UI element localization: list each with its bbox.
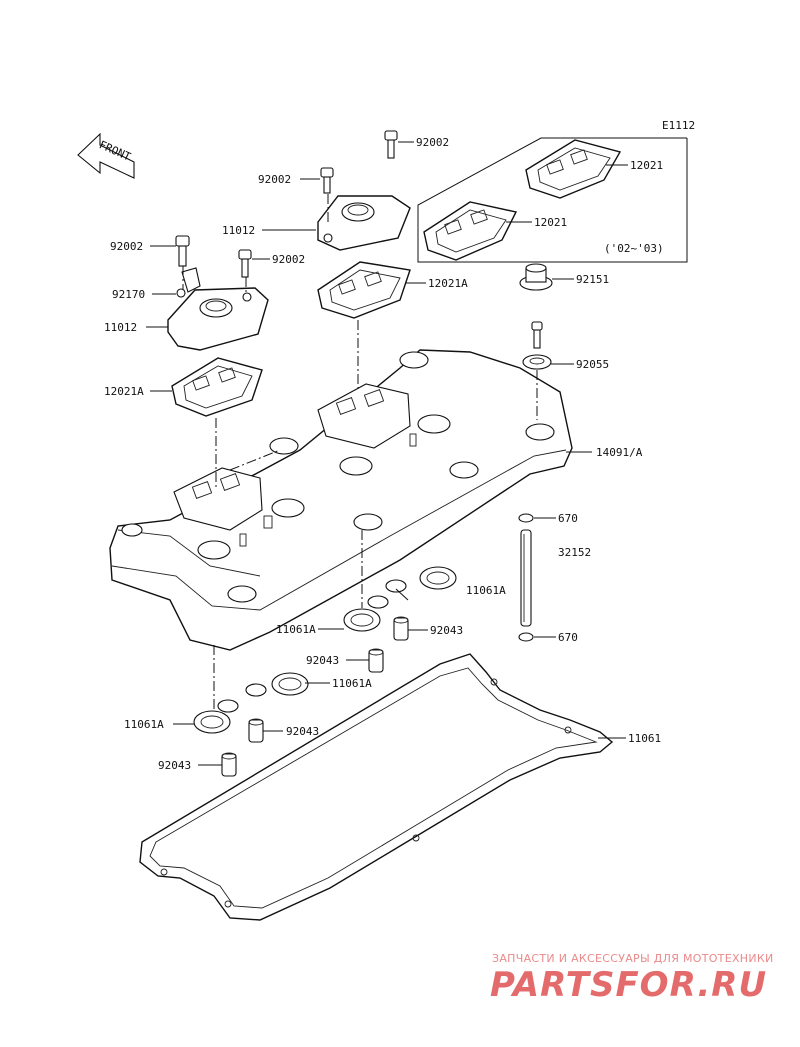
label-92043-c: 92043 (286, 725, 319, 738)
diagram-code: E1112 (662, 119, 695, 132)
oring-670-top (518, 513, 534, 523)
bolt-92002-top (384, 130, 398, 159)
label-92002-a: 92002 (416, 136, 449, 149)
leader-lines (146, 141, 628, 766)
label-92043-a: 92043 (430, 624, 463, 637)
label-14091A: 14091/A (596, 446, 643, 459)
front-arrow-icon: FRONT (77, 132, 135, 179)
kit-box (417, 137, 688, 263)
oring-670-bottom (518, 632, 534, 642)
label-11061: 11061 (628, 732, 661, 745)
label-11061A-b: 11061A (276, 623, 316, 636)
bolt-92002-left (175, 235, 190, 267)
gasket-12021-lower (423, 201, 518, 261)
cylinder-head-cover (109, 349, 573, 651)
watermark: ЗАПЧАСТИ И АКСЕССУАРЫ ДЛЯ МОТОТЕХНИКИ PA… (490, 952, 774, 1005)
gasket-12021-upper (525, 139, 622, 199)
seal-11061A-center (343, 608, 381, 632)
nut-92151 (519, 263, 553, 291)
cap-11012-lower (167, 287, 269, 351)
label-11012-a: 11012 (222, 224, 255, 237)
label-92002-b: 92002 (258, 173, 291, 186)
label-11012-b: 11012 (104, 321, 137, 334)
seal-11061A-left (193, 710, 231, 734)
label-32152: 32152 (558, 546, 591, 559)
pipe-32152 (520, 529, 532, 627)
seal-11061A-mid (217, 672, 309, 713)
label-92043-d: 92043 (158, 759, 191, 772)
label-92002-c: 92002 (110, 240, 143, 253)
washer-92055 (522, 321, 552, 370)
label-92043-b: 92043 (306, 654, 339, 667)
clamp-92170 (176, 267, 201, 298)
label-11061A-c: 11061A (332, 677, 372, 690)
label-670-b: 670 (558, 631, 578, 644)
label-92151: 92151 (576, 273, 609, 286)
label-12021-b: 12021 (534, 216, 567, 229)
gasket-11061 (139, 653, 614, 921)
bolt-92002-second (320, 167, 334, 194)
dowel-92043-a (393, 616, 409, 641)
label-11061A-a: 11061A (466, 584, 506, 597)
watermark-tagline: ЗАПЧАСТИ И АКСЕССУАРЫ ДЛЯ МОТОТЕХНИКИ (492, 952, 774, 965)
dowel-92043-b (368, 648, 384, 673)
label-12021A-a: 12021A (428, 277, 468, 290)
label-12021A-b: 12021A (104, 385, 144, 398)
label-12021-a: 12021 (630, 159, 663, 172)
label-670-a: 670 (558, 512, 578, 525)
part-labels: 92002 92002 11012 92002 92002 92170 1101… (104, 136, 664, 772)
gasket-12021A-upper (317, 261, 411, 319)
watermark-brand: PARTSFOR.RU (490, 965, 767, 1005)
label-92002-d: 92002 (272, 253, 305, 266)
gasket-12021A-lower (171, 357, 263, 417)
dowel-92043-c (248, 718, 264, 743)
label-92170: 92170 (112, 288, 145, 301)
year-note: ('02~'03) (604, 242, 664, 255)
cap-11012-upper (317, 195, 411, 251)
label-11061A-d: 11061A (124, 718, 164, 731)
label-92055: 92055 (576, 358, 609, 371)
seal-11061A-upper-right (367, 566, 457, 609)
dowel-92043-d (221, 752, 237, 777)
bolt-92002-fourth (238, 249, 252, 278)
